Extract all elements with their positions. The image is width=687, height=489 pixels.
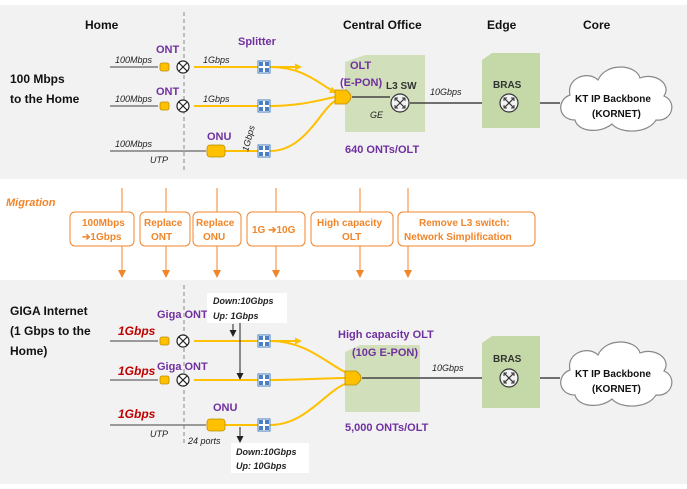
olt-label-line2: (E-PON) bbox=[340, 77, 383, 89]
note-2-line2: Up: 10Gbps bbox=[236, 461, 287, 471]
migration-step-2-line1: Replace bbox=[144, 218, 183, 229]
migration-step-5 bbox=[310, 211, 394, 247]
splitter-1-icon bbox=[257, 60, 271, 74]
ge-label: GE bbox=[370, 110, 384, 120]
migration-step-3 bbox=[192, 211, 242, 247]
top-speed-1: 100Mbps bbox=[115, 55, 153, 65]
bottom-title-line1: GIGA Internet bbox=[10, 304, 88, 318]
giga-ont-1-label: Giga ONT bbox=[157, 309, 208, 321]
l3sw-label: L3 SW bbox=[386, 81, 417, 92]
top-speed-2: 100Mbps bbox=[115, 94, 153, 104]
top-count: 640 ONTs/OLT bbox=[345, 144, 419, 156]
l3-switch-icon bbox=[390, 93, 410, 113]
giga-ont-2-label: Giga ONT bbox=[157, 361, 208, 373]
bottom-olt-line2: (10G E-PON) bbox=[352, 347, 418, 359]
migration-step-2 bbox=[139, 211, 191, 247]
migration-step-2-line2: ONT bbox=[151, 232, 172, 243]
header-central-office: Central Office bbox=[343, 18, 422, 32]
splitter-2-icon bbox=[257, 99, 271, 113]
bottom-splitter-3-icon bbox=[257, 418, 271, 432]
top-10g-label: 10Gbps bbox=[430, 87, 462, 97]
migration-steps: 100Mbps ➔1Gbps Replace ONT Replace ONU 1… bbox=[69, 211, 536, 247]
onu-label: ONU bbox=[207, 131, 232, 143]
note-2-line1: Down:10Gbps bbox=[236, 447, 297, 457]
giga-ont-box-1 bbox=[159, 336, 170, 346]
bottom-olt-line1: High capacity OLT bbox=[338, 329, 434, 341]
top-speed-3: 100Mbps bbox=[115, 139, 153, 149]
bottom-ports: 24 ports bbox=[187, 436, 221, 446]
top-title-line1: 100 Mbps bbox=[10, 72, 65, 86]
bottom-10g-label: 10Gbps bbox=[432, 363, 464, 373]
bottom-utp: UTP bbox=[150, 429, 168, 439]
top-co-box bbox=[345, 55, 425, 132]
bottom-copper bbox=[110, 340, 206, 426]
ont-2-icon bbox=[176, 99, 190, 113]
bottom-title-line2: (1 Gbps to the bbox=[10, 324, 91, 338]
bottom-cloud-icon bbox=[560, 341, 673, 407]
top-copper bbox=[110, 66, 206, 152]
onu-icon bbox=[206, 144, 226, 158]
bottom-count: 5,000 ONTs/OLT bbox=[345, 422, 429, 434]
olt-icon bbox=[334, 89, 352, 105]
giga-onu-icon bbox=[206, 418, 226, 432]
bottom-backbone-line1: KT IP Backbone bbox=[575, 369, 651, 380]
top-bras-box bbox=[482, 53, 540, 128]
bottom-splitter-1-icon bbox=[257, 334, 271, 348]
migration-step-3-line2: ONU bbox=[203, 232, 225, 243]
migration-step-6-line2: Network Simplification bbox=[404, 232, 512, 243]
ont-box-2 bbox=[159, 101, 170, 111]
top-utp: UTP bbox=[150, 155, 168, 165]
giga-onu-label: ONU bbox=[213, 402, 238, 414]
bottom-splitter-2-icon bbox=[257, 373, 271, 387]
note-box-2 bbox=[231, 443, 309, 473]
migration-step-1 bbox=[69, 211, 135, 247]
migration-step-3-line1: Replace bbox=[196, 218, 235, 229]
bottom-speed-3: 1Gbps bbox=[118, 407, 156, 421]
migration-step-6 bbox=[397, 211, 536, 247]
top-bras-label: BRAS bbox=[493, 80, 522, 91]
note-box-1 bbox=[207, 293, 287, 323]
migration-step-5-line1: High capacity bbox=[317, 218, 382, 229]
header-edge: Edge bbox=[487, 18, 517, 32]
top-gbps-1: 1Gbps bbox=[203, 55, 230, 65]
top-bras-icon bbox=[499, 93, 519, 113]
note-1-line1: Down:10Gbps bbox=[213, 296, 274, 306]
ont-box-1 bbox=[159, 62, 170, 72]
migration-step-4 bbox=[246, 211, 306, 247]
migration-step-1-line2: ➔1Gbps bbox=[82, 232, 122, 243]
bottom-speed-2: 1Gbps bbox=[118, 364, 156, 378]
bottom-backbone-line2: (KORNET) bbox=[592, 384, 641, 395]
migration-step-6-line1: Remove L3 switch: bbox=[419, 218, 510, 229]
top-fibers bbox=[194, 63, 337, 152]
top-title-line2: to the Home bbox=[10, 92, 80, 106]
bottom-bras-label: BRAS bbox=[493, 354, 522, 365]
giga-ont-2-icon bbox=[176, 373, 190, 387]
note-1-arrows bbox=[229, 323, 244, 380]
migration-step-5-line2: OLT bbox=[342, 232, 361, 243]
bottom-title-line3: Home) bbox=[10, 344, 47, 358]
ont-2-label: ONT bbox=[156, 86, 180, 98]
top-backbone-line2: (KORNET) bbox=[592, 109, 641, 120]
giga-ont-box-2 bbox=[159, 375, 170, 385]
migration-step-4-line1: 1G ➔10G bbox=[252, 225, 296, 236]
olt-label-line1: OLT bbox=[350, 60, 371, 72]
note-1-line2: Up: 1Gbps bbox=[213, 311, 259, 321]
splitter-label: Splitter bbox=[238, 36, 277, 48]
bottom-bras-icon bbox=[499, 368, 519, 388]
ont-1-icon bbox=[176, 60, 190, 74]
bottom-olt-icon bbox=[344, 370, 362, 386]
header-core: Core bbox=[583, 18, 611, 32]
giga-ont-1-icon bbox=[176, 334, 190, 348]
ont-1-label: ONT bbox=[156, 44, 180, 56]
top-cloud-icon bbox=[560, 66, 673, 132]
header-home: Home bbox=[85, 18, 119, 32]
migration-step-1-line1: 100Mbps bbox=[82, 218, 125, 229]
migration-title: Migration bbox=[6, 197, 56, 209]
top-backbone-line1: KT IP Backbone bbox=[575, 94, 651, 105]
splitter-3-icon bbox=[257, 144, 271, 158]
bottom-fibers bbox=[194, 337, 346, 426]
top-gbps-2: 1Gbps bbox=[203, 94, 230, 104]
bottom-speed-1: 1Gbps bbox=[118, 324, 156, 338]
